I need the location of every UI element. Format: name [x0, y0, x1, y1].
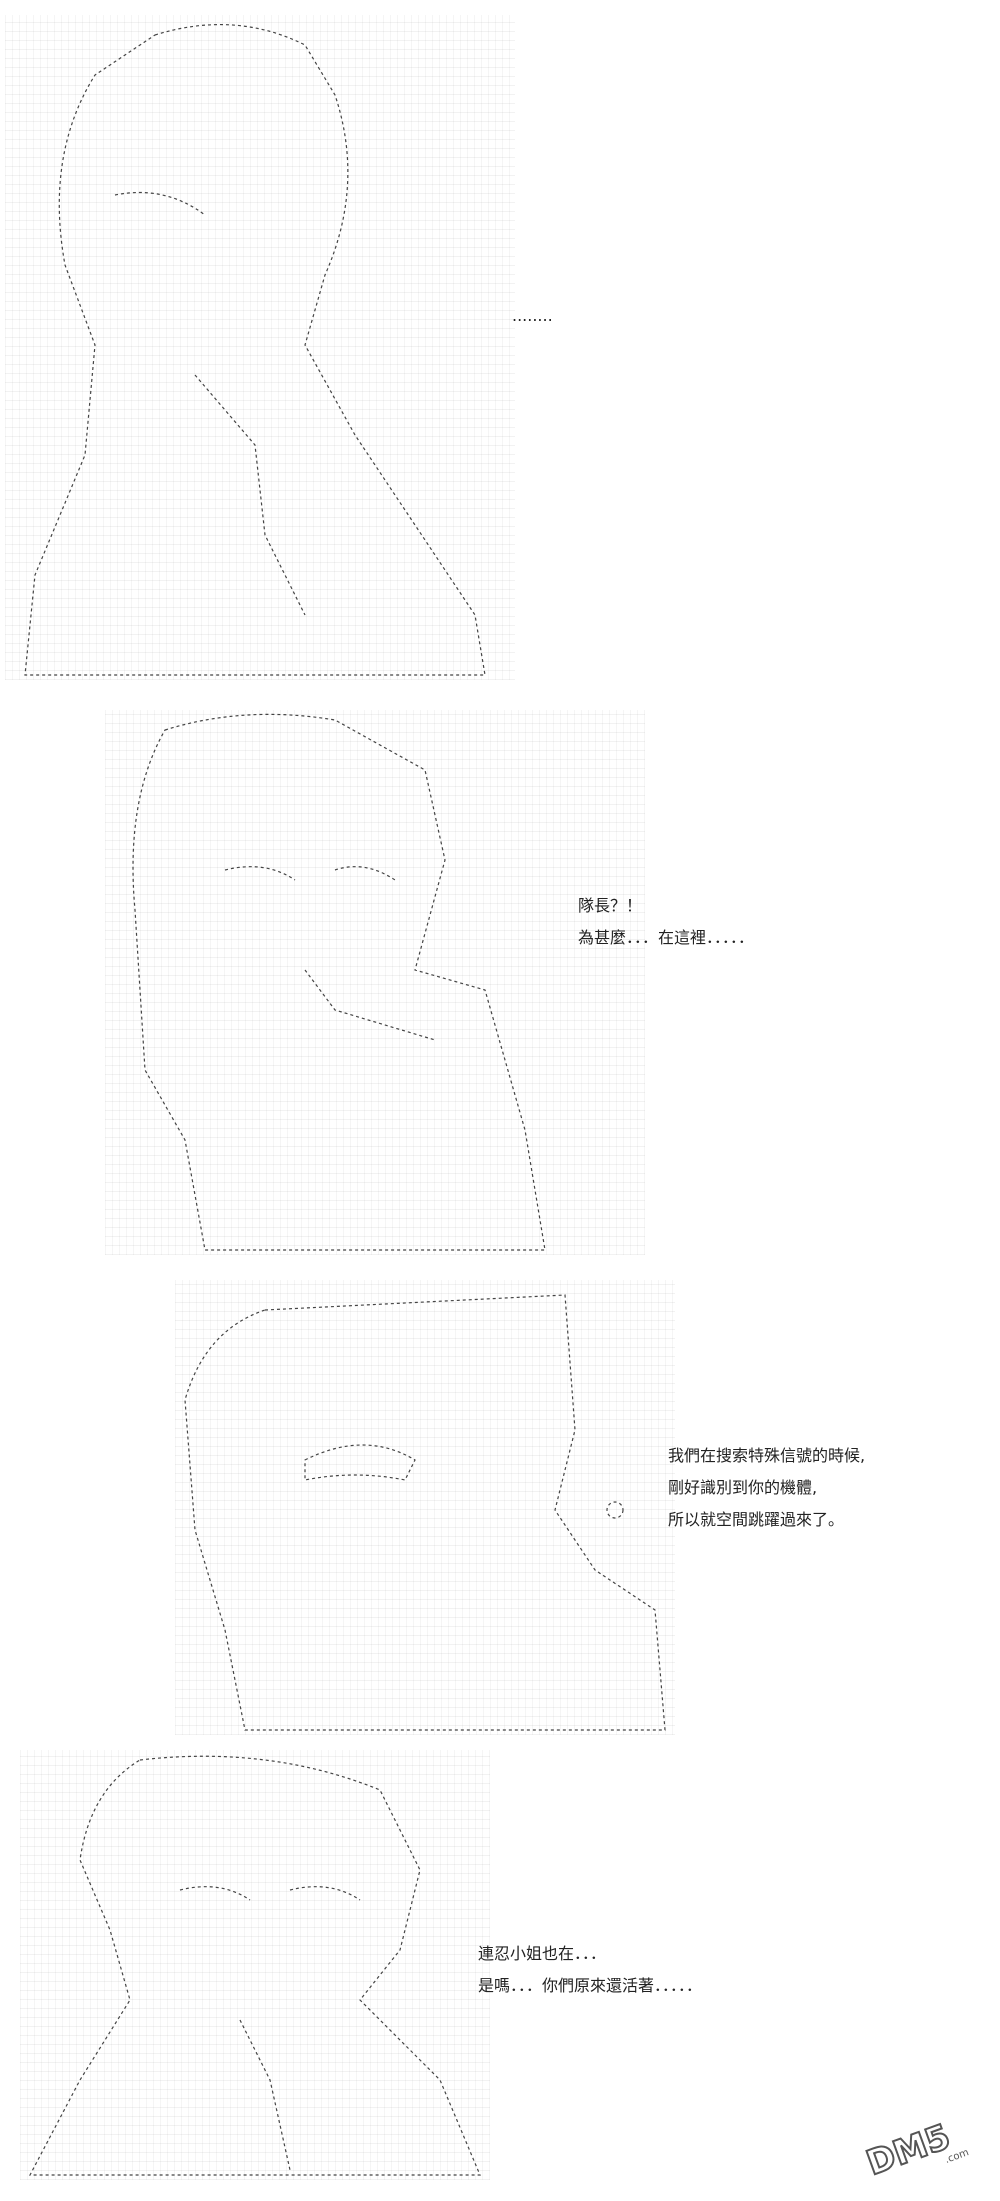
dialogue-line: 隊長？！ — [578, 896, 643, 915]
dialogue-line: 剛好識別到你的機體, — [668, 1478, 818, 1497]
panel-2: 隊長？！ 為甚麼．．．在這裡．．．．． — [0, 700, 1000, 1260]
dialogue-box: 隊長？！ 為甚麼．．．在這裡．．．．． — [578, 890, 754, 954]
ascii-art-character-long-hair — [105, 710, 645, 1255]
panel-4: 連忍小姐也在．．． 是嗎．．．你們原來還活著．．．．． — [0, 1750, 1000, 2190]
dialogue-line: 為甚麼．．．在這裡．．．．． — [578, 928, 755, 947]
dialogue-box: 連忍小姐也在．．． 是嗎．．．你們原來還活著．．．．． — [478, 1938, 702, 2002]
ascii-art-character-sunglasses — [175, 1280, 675, 1735]
dialogue-box: 我們在搜索特殊信號的時候, 剛好識別到你的機體, 所以就空間跳躍過來了。 — [668, 1440, 865, 1536]
dialogue-box: ........ — [512, 300, 553, 332]
panel-1: ........ — [0, 0, 1000, 690]
ascii-art-character-helmet — [5, 15, 515, 680]
ascii-art-character-glasses — [20, 1750, 490, 2180]
dm5-logo-icon: DM5 .com — [852, 2089, 993, 2198]
dialogue-line: 連忍小姐也在．．． — [478, 1944, 607, 1963]
dialogue-line: 我們在搜索特殊信號的時候, — [668, 1446, 866, 1465]
dialogue-line: 所以就空間跳躍過來了。 — [668, 1510, 845, 1529]
dialogue-line: ........ — [512, 306, 553, 325]
dialogue-line: 是嗎．．．你們原來還活著．．．．． — [478, 1976, 703, 1995]
panel-3: 我們在搜索特殊信號的時候, 剛好識別到你的機體, 所以就空間跳躍過來了。 — [0, 1270, 1000, 1740]
